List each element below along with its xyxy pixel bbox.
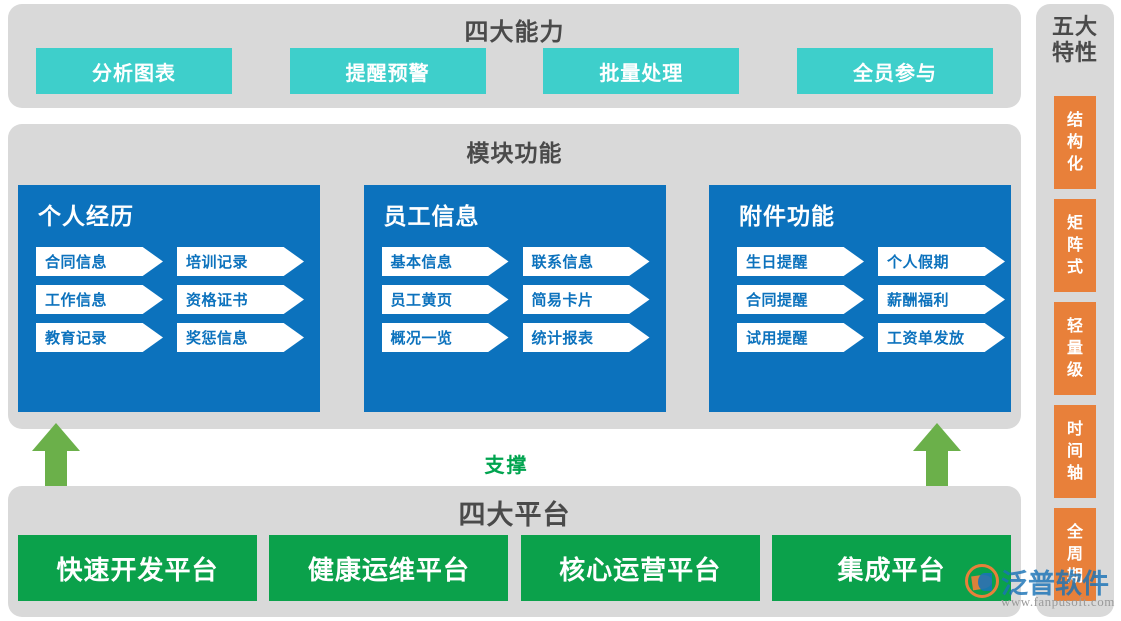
module-tag[interactable]: 合同提醒 bbox=[737, 285, 864, 314]
capability-item-1[interactable]: 提醒预警 bbox=[289, 48, 486, 94]
module-card-attachment-functions: 附件功能 生日提醒 个人假期 合同提醒 薪酬福利 试用提醒 工资单发放 bbox=[709, 185, 1011, 412]
trait-char: 轴 bbox=[1066, 464, 1083, 482]
module-tag[interactable]: 资格证书 bbox=[177, 285, 304, 314]
module-tag[interactable]: 简易卡片 bbox=[522, 285, 650, 314]
platform-item-3[interactable]: 集成平台 bbox=[771, 535, 1011, 601]
up-arrow-icon-left bbox=[32, 423, 80, 491]
trait-char: 间 bbox=[1066, 442, 1083, 460]
traits-title: 五大 特性 bbox=[1036, 14, 1114, 66]
trait-char: 轻 bbox=[1066, 317, 1083, 335]
module-card-title: 附件功能 bbox=[739, 203, 835, 229]
module-tag-grid: 合同信息 培训记录 工作信息 资格证书 教育记录 奖惩信息 bbox=[36, 247, 304, 352]
trait-char: 矩 bbox=[1066, 214, 1083, 232]
module-tag[interactable]: 试用提醒 bbox=[737, 323, 864, 352]
module-tag-grid: 生日提醒 个人假期 合同提醒 薪酬福利 试用提醒 工资单发放 bbox=[737, 247, 1005, 352]
trait-char: 周 bbox=[1066, 545, 1083, 563]
up-arrow-icon-right bbox=[913, 423, 961, 491]
platforms-panel: 四大平台 快速开发平台 健康运维平台 核心运营平台 集成平台 bbox=[8, 486, 1021, 617]
arrow-head bbox=[32, 423, 80, 451]
module-card-title: 员工信息 bbox=[383, 203, 480, 229]
traits-title-line1: 五大 bbox=[1051, 14, 1098, 39]
capability-item-3[interactable]: 全员参与 bbox=[796, 48, 993, 94]
arrow-shaft bbox=[45, 449, 67, 491]
module-tag[interactable]: 生日提醒 bbox=[737, 247, 864, 276]
trait-char: 全 bbox=[1066, 523, 1083, 541]
traits-title-line2: 特性 bbox=[1051, 40, 1098, 65]
traits-list: 结 构 化 矩 阵 式 轻 量 级 时 间 轴 全 周 期 bbox=[1054, 96, 1096, 601]
capabilities-list: 分析图表 提醒预警 批量处理 全员参与 bbox=[36, 48, 993, 94]
trait-char: 式 bbox=[1066, 258, 1083, 276]
module-tag[interactable]: 员工黄页 bbox=[381, 285, 509, 314]
trait-item-3[interactable]: 时 间 轴 bbox=[1054, 405, 1096, 498]
arrow-shaft bbox=[926, 449, 948, 491]
trait-item-2[interactable]: 轻 量 级 bbox=[1054, 302, 1096, 395]
trait-char: 级 bbox=[1066, 361, 1083, 379]
trait-char: 时 bbox=[1066, 420, 1083, 438]
module-tag[interactable]: 工资单发放 bbox=[878, 323, 1005, 352]
trait-char: 结 bbox=[1066, 111, 1083, 129]
module-card-title: 个人经历 bbox=[38, 203, 134, 229]
support-label: 支撑 bbox=[484, 455, 529, 477]
platform-item-0[interactable]: 快速开发平台 bbox=[18, 535, 257, 601]
module-tag[interactable]: 教育记录 bbox=[36, 323, 163, 352]
module-card-employee-info: 员工信息 基本信息 联系信息 员工黄页 简易卡片 概况一览 统计报表 bbox=[363, 185, 666, 412]
platforms-title: 四大平台 bbox=[458, 500, 571, 530]
module-tag[interactable]: 统计报表 bbox=[522, 323, 650, 352]
module-tag[interactable]: 薪酬福利 bbox=[878, 285, 1005, 314]
module-tag[interactable]: 联系信息 bbox=[522, 247, 650, 276]
platform-item-1[interactable]: 健康运维平台 bbox=[269, 535, 509, 601]
module-tag-grid: 基本信息 联系信息 员工黄页 简易卡片 概况一览 统计报表 bbox=[381, 247, 650, 352]
module-tag[interactable]: 培训记录 bbox=[177, 247, 304, 276]
capabilities-title: 四大能力 bbox=[464, 19, 565, 46]
module-tag[interactable]: 工作信息 bbox=[36, 285, 163, 314]
modules-card-list: 个人经历 合同信息 培训记录 工作信息 资格证书 教育记录 奖惩信息 员工信息 … bbox=[18, 185, 1011, 412]
platform-item-2[interactable]: 核心运营平台 bbox=[520, 535, 760, 601]
capability-item-2[interactable]: 批量处理 bbox=[543, 48, 740, 94]
trait-item-4[interactable]: 全 周 期 bbox=[1054, 508, 1096, 601]
trait-char: 化 bbox=[1066, 155, 1083, 173]
trait-item-0[interactable]: 结 构 化 bbox=[1054, 96, 1096, 189]
modules-title: 模块功能 bbox=[466, 140, 563, 166]
traits-panel: 五大 特性 结 构 化 矩 阵 式 轻 量 级 时 间 轴 bbox=[1036, 4, 1114, 617]
module-tag[interactable]: 奖惩信息 bbox=[177, 323, 304, 352]
arrow-head bbox=[913, 423, 961, 451]
trait-item-1[interactable]: 矩 阵 式 bbox=[1054, 199, 1096, 292]
platforms-list: 快速开发平台 健康运维平台 核心运营平台 集成平台 bbox=[18, 535, 1011, 601]
module-tag[interactable]: 概况一览 bbox=[381, 323, 509, 352]
trait-char: 阵 bbox=[1066, 236, 1083, 254]
capability-item-0[interactable]: 分析图表 bbox=[36, 48, 232, 94]
trait-char: 期 bbox=[1066, 567, 1083, 585]
modules-panel: 模块功能 个人经历 合同信息 培训记录 工作信息 资格证书 教育记录 奖惩信息 … bbox=[8, 124, 1021, 429]
module-tag[interactable]: 个人假期 bbox=[878, 247, 1005, 276]
module-card-personal-experience: 个人经历 合同信息 培训记录 工作信息 资格证书 教育记录 奖惩信息 bbox=[18, 185, 320, 412]
trait-char: 构 bbox=[1066, 133, 1083, 151]
module-tag[interactable]: 基本信息 bbox=[381, 247, 509, 276]
capabilities-panel: 四大能力 分析图表 提醒预警 批量处理 全员参与 bbox=[8, 4, 1021, 108]
module-tag[interactable]: 合同信息 bbox=[36, 247, 163, 276]
trait-char: 量 bbox=[1066, 339, 1083, 357]
